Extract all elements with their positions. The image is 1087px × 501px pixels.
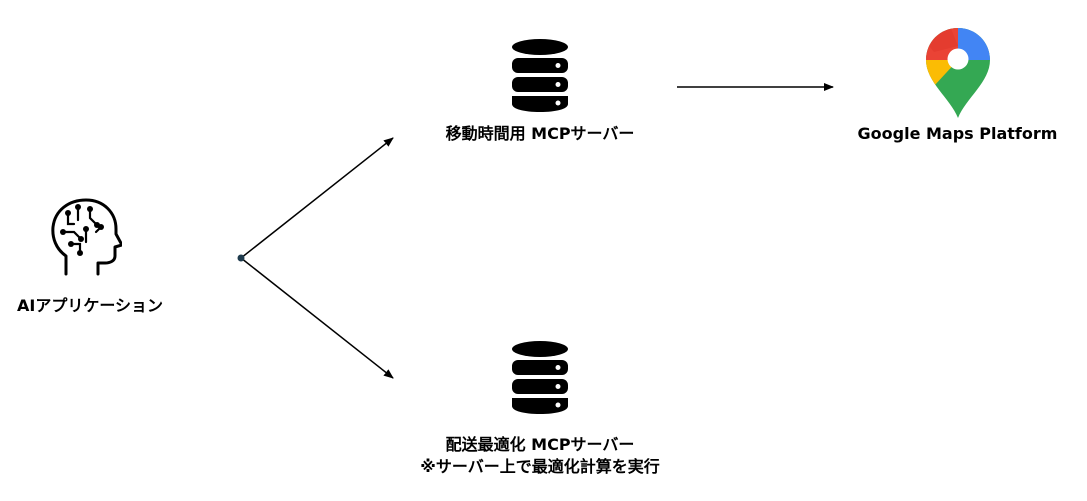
ai-head-icon <box>51 198 122 276</box>
travel-time-server-label: 移動時間用 MCPサーバー <box>445 124 635 143</box>
delivery-server-label-line1: 配送最適化 MCPサーバー <box>445 435 635 454</box>
arrow-ai-to-delivery-server <box>240 257 394 379</box>
google-maps-pin-icon <box>926 28 990 118</box>
google-maps-label: Google Maps Platform <box>857 124 1058 143</box>
delivery-server-label-line2: ※サーバー上で最適化計算を実行 <box>420 457 660 476</box>
database-icon <box>512 39 568 112</box>
junction-dot <box>237 254 245 262</box>
ai-app-label: AIアプリケーション <box>16 296 164 315</box>
database-icon <box>512 341 568 414</box>
arrow-ai-to-travel-time-server <box>240 137 394 259</box>
